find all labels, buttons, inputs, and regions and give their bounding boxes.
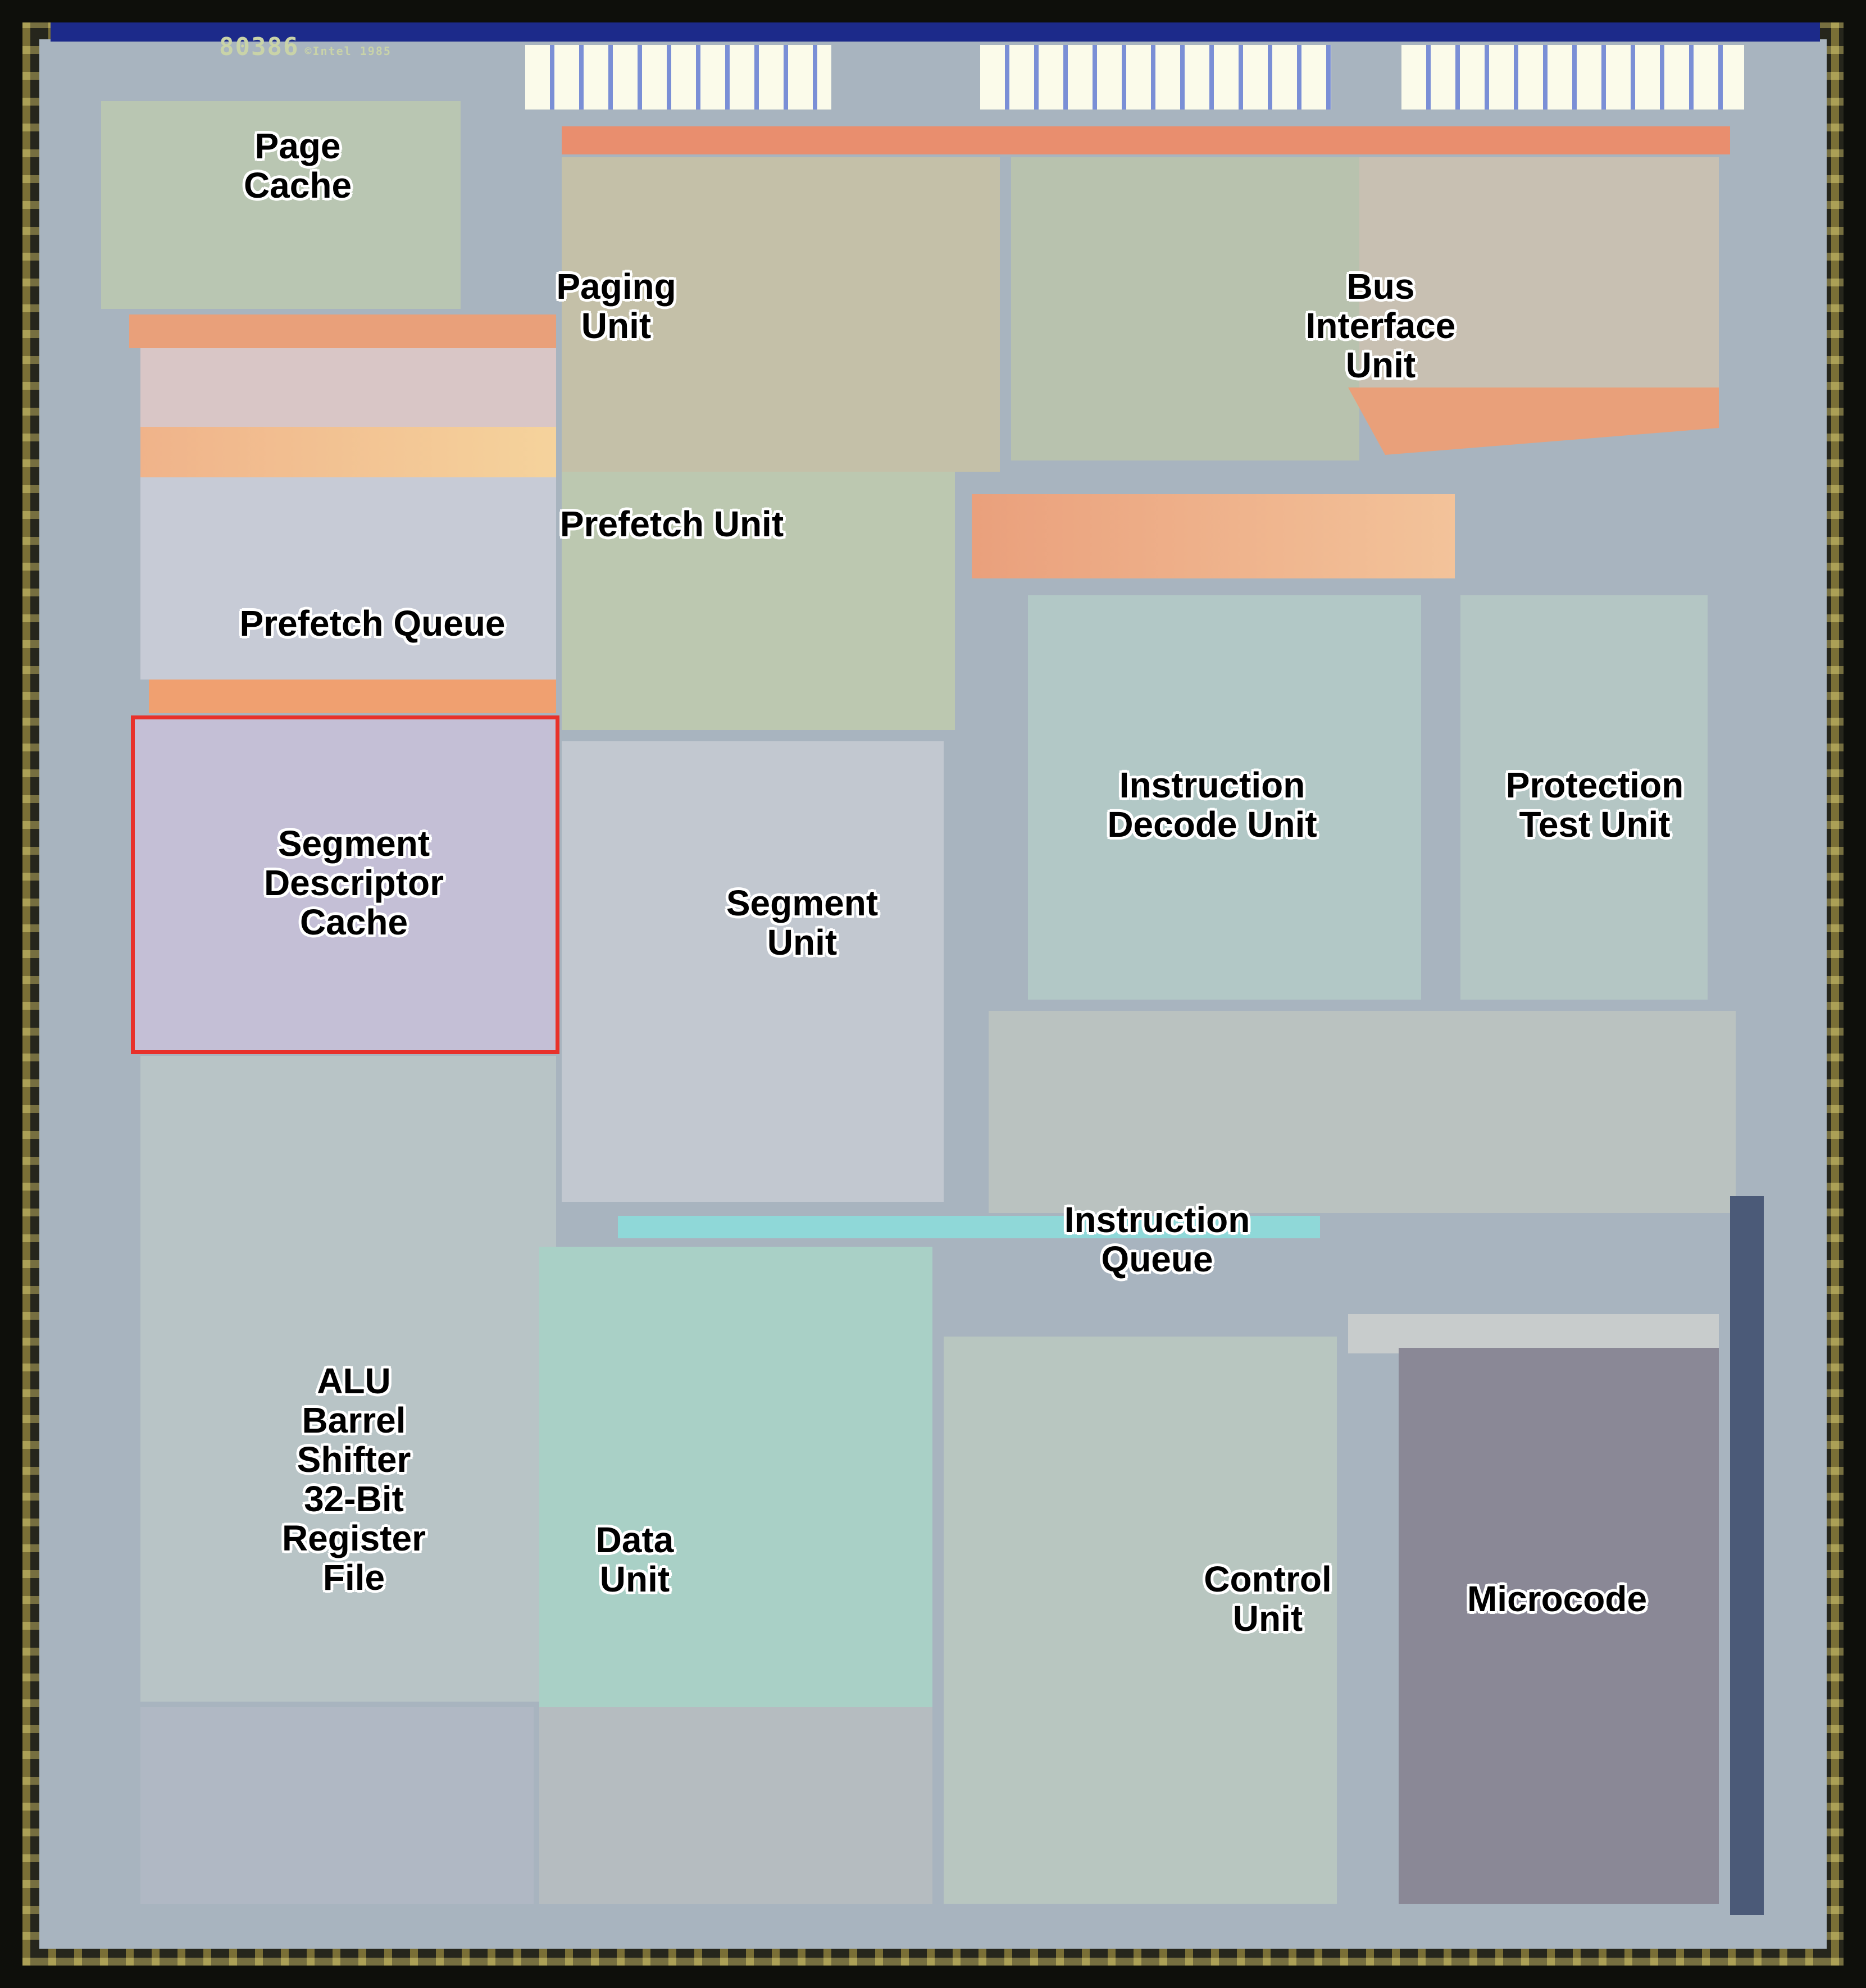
top-pad-strip-1 [525,45,831,110]
alu-register-file-region [140,1056,556,1702]
microcode-decoder-strip [1348,1314,1719,1353]
top-blue-bus [51,22,1820,42]
lower-datapath [140,1707,534,1904]
prefetch-unit-region [562,472,955,730]
segment-unit-region [562,741,944,1202]
top-pad-strip-3 [1401,45,1744,110]
bus-interface-logic [1011,157,1359,460]
prefetch-queue-region [140,477,556,680]
metal-bar-2 [140,427,556,477]
cyan-bus [618,1216,1320,1238]
bus-interface-unit-region [1359,157,1719,393]
metal-bar-right [972,494,1455,578]
instruction-decode-unit-region [1028,595,1421,1000]
metal-bar-3 [149,680,556,713]
label-microcode: Microcode [1467,1579,1647,1619]
data-unit-region [539,1247,932,1707]
top-metal-bus [562,126,1730,154]
mid-right-logic [989,1011,1736,1213]
microcode-rom-region [1399,1348,1719,1904]
label-prefetch-queue: Prefetch Queue [239,603,506,644]
metal-bar-1 [129,314,556,348]
data-unit-lower [539,1707,932,1904]
label-prefetch-unit: Prefetch Unit [559,504,784,544]
right-metal-rail [1730,1196,1764,1915]
chip-marking: 80386©Intel 1985 [219,33,392,61]
protection-test-unit-region [1460,595,1708,1000]
page-cache-region [101,101,461,309]
segment-descriptor-cache-region [135,719,556,1050]
segment-descriptor-cache-highlight-box [131,715,559,1054]
top-pad-strip-2 [980,45,1331,110]
paging-unit-region [562,157,1000,472]
control-unit-region [944,1337,1337,1904]
